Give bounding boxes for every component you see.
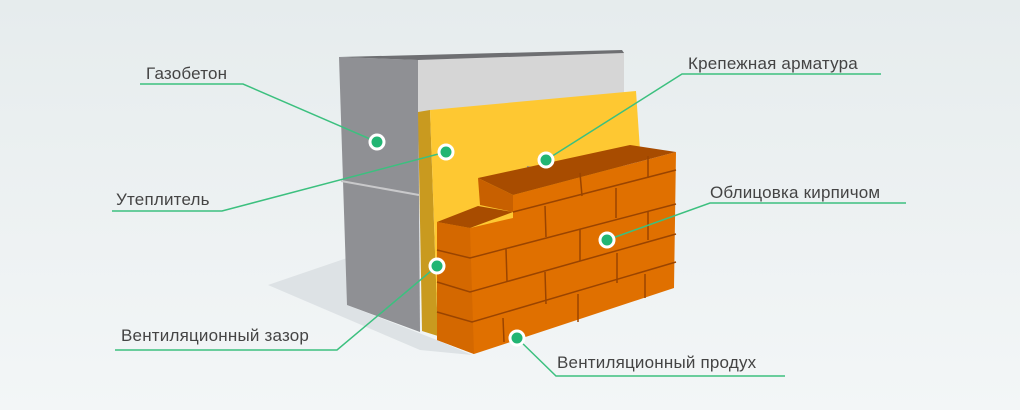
shadow [268, 258, 472, 355]
marker-brick-facing [598, 231, 616, 249]
label-vent-opening: Вентиляционный продух [557, 353, 757, 372]
mortar-lines [436, 156, 677, 343]
brick-upper-end [478, 178, 513, 212]
brick-top-lower [437, 206, 513, 228]
brick-top-upper [478, 145, 676, 195]
concrete-joint [340, 180, 420, 196]
insulation-edge [418, 110, 438, 336]
label-vent-gap: Вентиляционный зазор [121, 326, 310, 345]
label-aerated-concrete: Газобетон [146, 64, 228, 83]
label-insulation: Утеплитель [116, 190, 210, 209]
marker-fastening [537, 151, 555, 169]
marker-vent-opening [508, 329, 526, 347]
label-fastening: Крепежная арматура [688, 54, 858, 73]
concrete-top-edge [339, 50, 624, 60]
marker-insulation [437, 143, 455, 161]
leader-lines [112, 73, 906, 377]
marker-dots [368, 133, 616, 347]
label-brick-facing: Облицовка кирпичом [710, 183, 881, 202]
marker-vent-gap [428, 257, 446, 275]
aerated-concrete-side [339, 57, 420, 332]
marker-aerated-concrete [368, 133, 386, 151]
